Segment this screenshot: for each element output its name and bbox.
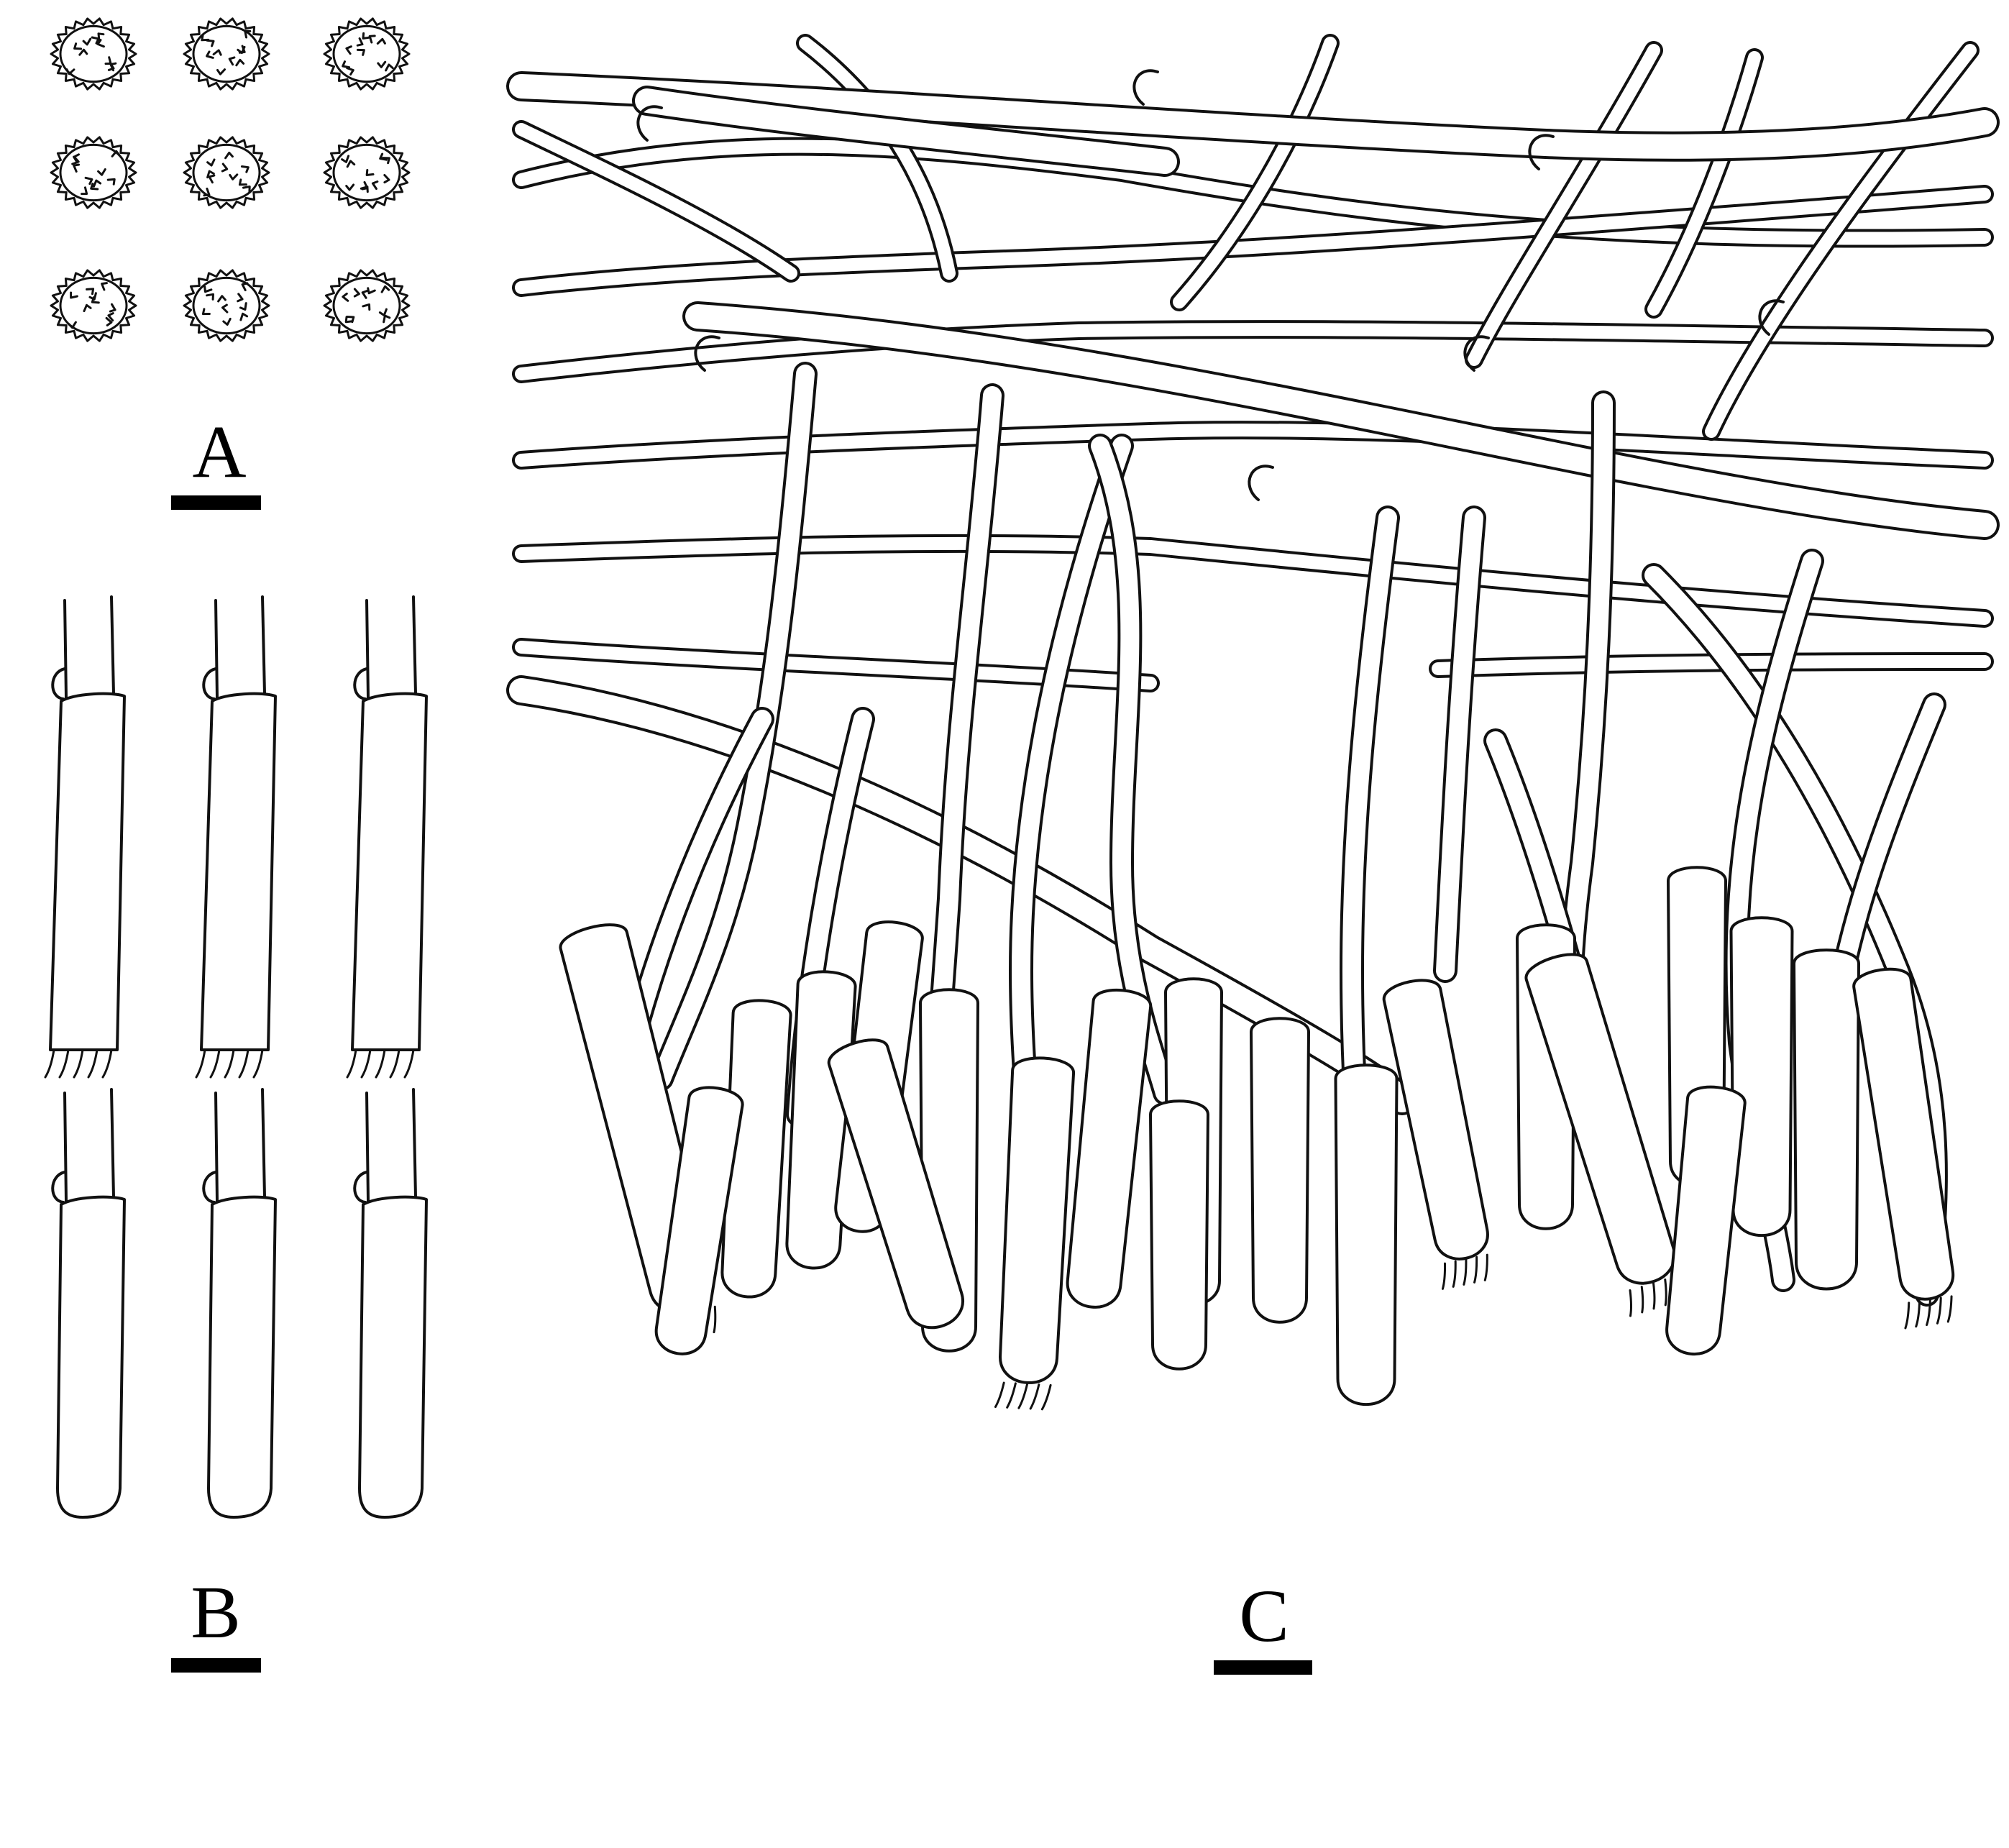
hypha bbox=[632, 86, 1180, 177]
clamp-connection bbox=[1132, 69, 1159, 106]
spore bbox=[50, 17, 137, 91]
cystidium bbox=[1793, 948, 1860, 1291]
hypha bbox=[512, 421, 1994, 470]
spore bbox=[183, 17, 270, 91]
panel-b-label: B bbox=[191, 1571, 240, 1654]
panel-c-hymenial-cells bbox=[559, 866, 1954, 1411]
basidium bbox=[994, 1056, 1076, 1411]
clamp-connection bbox=[694, 335, 720, 372]
panel-a-label: A bbox=[192, 411, 246, 493]
hypha bbox=[1644, 48, 1764, 319]
hypha bbox=[512, 120, 800, 283]
hypha bbox=[512, 534, 1994, 628]
clamp-connection bbox=[636, 105, 663, 142]
hypha bbox=[512, 320, 1994, 383]
cystidium bbox=[51, 1088, 126, 1519]
clamp-connection bbox=[1758, 299, 1785, 336]
cystidium bbox=[202, 1088, 277, 1519]
basidium bbox=[195, 595, 277, 1079]
clamp-connection bbox=[1248, 465, 1274, 501]
cystidium bbox=[1334, 1063, 1399, 1406]
hypha bbox=[506, 71, 2000, 162]
cystidium bbox=[1665, 1085, 1747, 1356]
cystidium bbox=[1729, 916, 1794, 1238]
hypha bbox=[1433, 506, 1486, 983]
hypha bbox=[1429, 652, 1994, 678]
hypha bbox=[649, 362, 818, 1091]
spore bbox=[323, 17, 411, 91]
hypha bbox=[621, 707, 774, 1055]
panel-a-spores bbox=[50, 17, 411, 342]
basidium bbox=[44, 595, 126, 1079]
clamp-connection bbox=[1463, 335, 1490, 372]
basidium bbox=[1382, 979, 1489, 1290]
cystidium bbox=[654, 1086, 744, 1355]
hypha bbox=[796, 34, 958, 283]
cystidium bbox=[1149, 1099, 1209, 1371]
hypha bbox=[1465, 41, 1663, 369]
spore bbox=[323, 136, 411, 209]
panel-c-scale-bar bbox=[1214, 1660, 1312, 1675]
cystidium bbox=[828, 1038, 964, 1330]
clamp-connection bbox=[1528, 134, 1555, 170]
spore bbox=[323, 269, 411, 342]
panel-c-hyphae bbox=[506, 34, 2000, 1307]
spore bbox=[50, 269, 137, 342]
hypha bbox=[1702, 41, 1980, 441]
spore bbox=[183, 269, 270, 342]
hypha bbox=[682, 301, 2000, 540]
panel-a-scale-bar bbox=[171, 495, 261, 510]
cystidium bbox=[353, 1088, 428, 1519]
hypha bbox=[512, 137, 1994, 248]
hypha bbox=[512, 185, 1994, 297]
spore bbox=[50, 136, 137, 209]
spore bbox=[183, 136, 270, 209]
cystidium bbox=[720, 999, 792, 1299]
cystidium bbox=[1066, 988, 1153, 1309]
basidium bbox=[346, 595, 428, 1079]
panel-b-scale-bar bbox=[171, 1658, 261, 1673]
hypha bbox=[1170, 34, 1340, 311]
panel-b-cells bbox=[44, 595, 428, 1519]
panel-c-label: C bbox=[1239, 1575, 1289, 1657]
cystidium bbox=[1250, 1017, 1310, 1324]
panel-c-hymenium-section bbox=[506, 34, 2000, 1411]
basidium bbox=[1852, 967, 1954, 1330]
